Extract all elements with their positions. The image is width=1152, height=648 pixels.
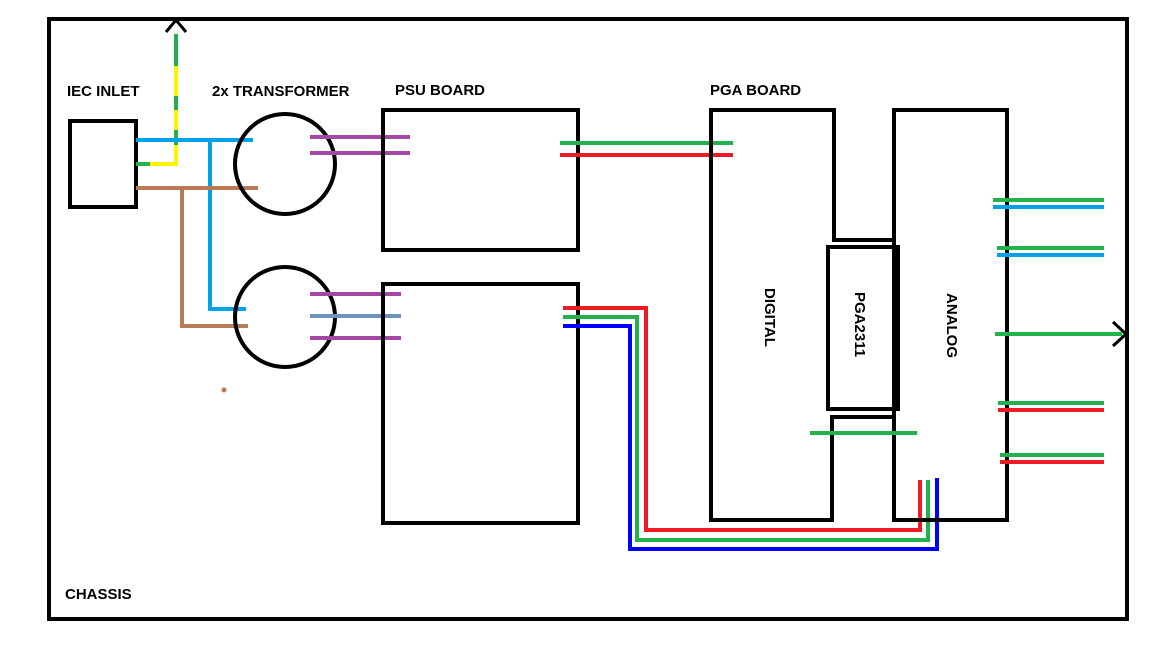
pga2311-chip: [826, 245, 900, 411]
transformer-1-secondary: [310, 135, 410, 155]
earth-wire: [136, 17, 188, 166]
transformer-label: 2x TRANSFORMER: [212, 83, 350, 100]
analog-outputs: [993, 198, 1129, 464]
psu-board-1: [381, 108, 580, 252]
pga-board-label: PGA BOARD: [710, 82, 801, 99]
psu1-to-digital-wires: [560, 141, 733, 157]
pga2311-label: PGA2311: [851, 292, 868, 357]
transformer-2-secondary: [310, 292, 401, 340]
output-arrow-icon: [1111, 320, 1129, 348]
chassis-outline: [47, 17, 1129, 621]
analog-label: ANALOG: [943, 293, 960, 358]
stray-dot: [221, 387, 227, 393]
neutral-wire: [136, 186, 258, 393]
iec-inlet-box: [68, 119, 138, 209]
earth-arrow-icon: [164, 17, 188, 33]
live-wire: [136, 138, 253, 311]
psu2-to-analog-wires: [563, 306, 939, 551]
iec-inlet-label: IEC INLET: [67, 83, 140, 100]
digital-label: DIGITAL: [761, 288, 778, 347]
psu-board-label: PSU BOARD: [395, 82, 485, 99]
transformer-1: [233, 112, 337, 216]
psu-board-2: [381, 282, 580, 525]
chassis-label: CHASSIS: [65, 586, 132, 603]
